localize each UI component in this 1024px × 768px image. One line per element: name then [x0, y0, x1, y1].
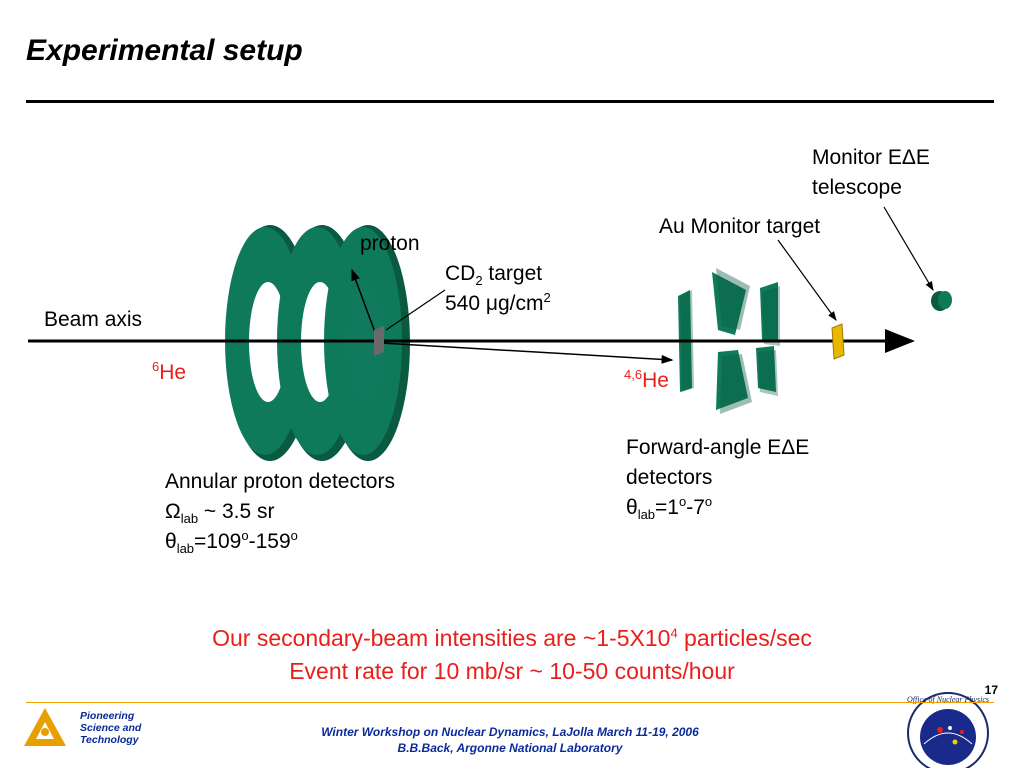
title-rule	[26, 100, 994, 103]
cd2-target	[374, 326, 384, 356]
intensity-statement: Our secondary-beam intensities are ~1-5X…	[212, 625, 812, 651]
proton-label: proton	[360, 232, 420, 255]
footer-rule	[26, 702, 994, 703]
monitor-leader-arrow	[883, 206, 934, 292]
he6-label: 6He	[152, 359, 187, 384]
monitor-telescope-label: Monitor EΔE telescope	[812, 146, 930, 199]
annular-detectors-label: Annular proton detectors Ωlab ~ 3.5 sr θ…	[165, 470, 395, 557]
svg-text:Office of Nuclear Physics: Office of Nuclear Physics	[907, 695, 989, 704]
he46-label: 4,6He	[624, 367, 669, 392]
beam-axis-label: Beam axis	[44, 308, 143, 331]
au-leader-arrow	[777, 239, 837, 321]
footer-citation: Winter Workshop on Nuclear Dynamics, LaJ…	[321, 725, 699, 755]
au-monitor-label: Au Monitor target	[659, 215, 821, 238]
org-name: Pioneering Science and Technology	[80, 710, 142, 746]
page-number: 17	[984, 683, 998, 697]
seal-icon: Office of Nuclear Physics	[907, 692, 989, 768]
cd2-leader-line	[385, 289, 446, 331]
cd2-target-label: CD2 target 540 μg/cm2	[445, 262, 551, 315]
forward-detectors	[678, 268, 780, 414]
event-rate-statement: Event rate for 10 mb/sr ~ 10-50 counts/h…	[289, 658, 735, 684]
forward-detectors-label: Forward-angle EΔE detectors θlab=1o-7o	[626, 436, 810, 523]
au-monitor-target	[831, 323, 845, 360]
annular-detector-3	[324, 225, 410, 461]
argonne-logo	[24, 708, 66, 746]
he-trajectory	[380, 342, 674, 364]
page-title: Experimental setup	[26, 34, 303, 67]
